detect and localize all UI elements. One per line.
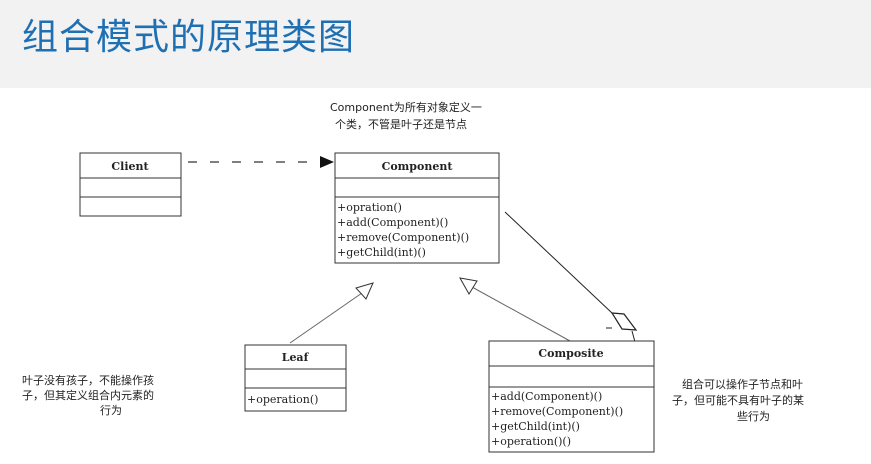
composite-note-line1: 组合可以操作子节点和叶 <box>682 377 803 391</box>
leaf-note-line2: 子，但其定义组合内元素的 <box>22 388 154 402</box>
client-class: Client <box>79 152 182 217</box>
page-header: 组合模式的原理类图 <box>0 0 871 88</box>
component-note-line1: Component为所有对象定义一 <box>330 100 482 114</box>
composite-method: +getChild(int)() <box>491 420 580 433</box>
client-dependency-arrow <box>188 156 334 168</box>
composite-class: Composite +add(Component)() +remove(Comp… <box>488 340 655 453</box>
leaf-class-name: Leaf <box>282 351 310 364</box>
composite-class-name: Composite <box>538 347 603 360</box>
composite-note-line2: 子，但可能不具有叶子的某 <box>672 393 804 407</box>
client-class-name: Client <box>111 160 149 173</box>
component-note-line2: 个类，不管是叶子还是节点 <box>335 117 467 131</box>
composite-method: +remove(Component)() <box>491 405 623 418</box>
leaf-note-line3: 行为 <box>100 404 122 417</box>
component-class: Component +opration() +add(Component)() … <box>334 152 500 264</box>
composite-inheritance-arrow <box>459 277 571 342</box>
page-title: 组合模式的原理类图 <box>22 17 356 58</box>
component-method: +remove(Component)() <box>337 231 469 244</box>
leaf-method: +operation() <box>247 393 318 406</box>
composite-method: +operation()() <box>491 435 571 448</box>
leaf-class: Leaf +operation() <box>244 344 347 412</box>
leaf-inheritance-arrow <box>289 282 374 344</box>
composition-aggregation-line <box>504 211 638 343</box>
component-method: +opration() <box>337 201 402 214</box>
composite-note-line3: 些行为 <box>737 409 770 423</box>
component-method: +add(Component)() <box>337 216 448 229</box>
component-class-name: Component <box>382 160 454 173</box>
leaf-note-line1: 叶子没有孩子，不能操作孩 <box>22 373 154 387</box>
uml-class-diagram: Component为所有对象定义一 个类，不管是叶子还是节点 Client Co… <box>22 100 804 453</box>
composite-method: +add(Component)() <box>491 390 602 403</box>
component-method: +getChild(int)() <box>337 246 426 259</box>
